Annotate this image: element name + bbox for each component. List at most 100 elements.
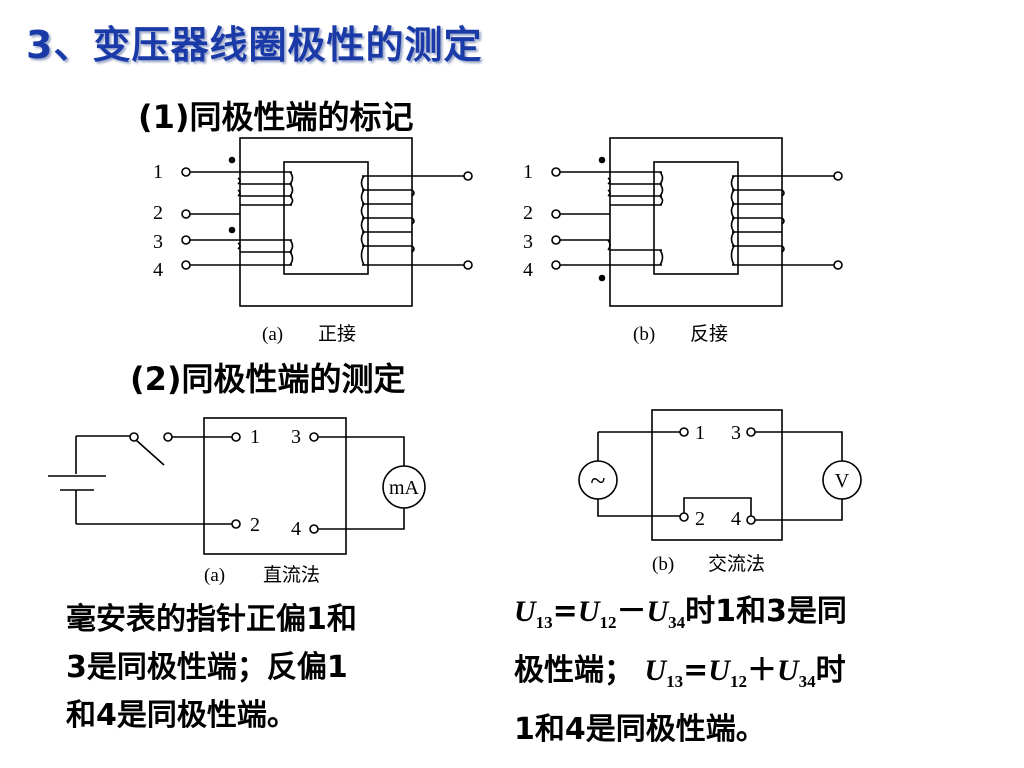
ac-label-2: 2 (695, 508, 705, 530)
switch-contact (163, 432, 173, 442)
fig-a-label-2: 2 (153, 202, 163, 224)
fig-a-label-3: 3 (153, 231, 163, 253)
voltmeter (822, 460, 862, 500)
dc-test-circuit (48, 417, 426, 555)
sub-12: 12 (729, 672, 747, 691)
u-symbol: U (776, 654, 799, 687)
terminal-b-out-top (833, 171, 843, 181)
eq-sign: = (683, 653, 709, 688)
ac-wire-voltmeter (755, 431, 843, 521)
switch-pivot (129, 432, 139, 442)
secondary-a (362, 175, 466, 266)
winding-1-2-a-turns (237, 171, 294, 206)
ac-conclusion-line1: U13=U12－U34时1和3是同 (514, 588, 847, 647)
section1-heading: (1)同极性端的标记 (138, 92, 414, 138)
ac-label-4: 4 (731, 508, 741, 530)
winding-3-4-b (560, 239, 662, 266)
milliammeter-label: mA (389, 477, 420, 499)
sub-34: 34 (668, 613, 686, 632)
ac-test-circuit (578, 409, 862, 541)
sub-13: 13 (535, 613, 553, 632)
dc-label-2: 2 (250, 514, 260, 536)
section2-heading-num: (2) (130, 360, 182, 398)
winding-1-2-a (190, 171, 292, 215)
fig-b-caption-tag: (b) (633, 324, 655, 345)
fig-a-label-1: 1 (153, 161, 163, 183)
terminal-a-1 (181, 167, 191, 177)
polarity-dot-b-1 (598, 156, 606, 164)
ac-line2-tail: 时 (815, 653, 846, 688)
terminal-b-4 (551, 260, 561, 270)
terminal-a-out-top (463, 171, 473, 181)
terminal-a-3 (181, 235, 191, 245)
core-window-b (653, 161, 739, 275)
ac-line1-tail: 时1和3是同 (685, 594, 847, 629)
plus-sign: ＋ (746, 653, 777, 688)
eq-sign: = (552, 594, 578, 629)
section1-heading-text: 同极性端的标记 (189, 98, 414, 136)
ac-source-symbol: ~ (590, 466, 605, 497)
page-title: 3、变压器线圈极性的测定 (26, 23, 483, 67)
dc-caption-text: 直流法 (263, 564, 320, 586)
ac-terminal-2 (679, 512, 689, 522)
u-symbol: U (577, 595, 600, 628)
u-symbol: U (514, 595, 536, 628)
fig-a-label-4: 4 (153, 259, 163, 281)
core-outer-a (239, 137, 413, 307)
sub-12: 12 (599, 613, 617, 632)
ac-conclusion: U13=U12－U34时1和3是同 极性端； U13=U12＋U34时 1和4是… (514, 588, 847, 754)
transformer-b (551, 137, 843, 307)
terminal-b-2 (551, 209, 561, 219)
dc-transformer-box (203, 417, 347, 555)
ac-label-3: 3 (731, 422, 741, 444)
ac-conclusion-line2: 极性端； U13=U12＋U34时 (514, 647, 847, 706)
fig-b-label-1: 1 (523, 161, 533, 183)
core-outer-b (609, 137, 783, 307)
ac-source-icon (578, 460, 618, 500)
transformer-a (181, 137, 473, 307)
polarity-dot-a-1 (228, 156, 236, 164)
ac-jumper-2-4 (683, 497, 752, 516)
fig-b-label-2: 2 (523, 202, 533, 224)
u-symbol: U (646, 595, 669, 628)
secondary-a-turns (360, 175, 415, 266)
ac-transformer-box (651, 409, 783, 541)
sub-13: 13 (666, 672, 684, 691)
ac-caption-tag: (b) (652, 554, 674, 575)
winding-1-2-b (560, 171, 662, 215)
terminal-b-3 (551, 235, 561, 245)
sub-34: 34 (798, 672, 816, 691)
ac-wire-source (597, 431, 680, 517)
fig-b-label-4: 4 (523, 259, 533, 281)
dc-conclusion: 毫安表的指针正偏1和 3是同极性端；反偏1 和4是同极性端。 (66, 596, 357, 740)
winding-3-4-b-turns (607, 239, 664, 266)
ac-line2-head: 极性端； (514, 653, 634, 688)
fig-a-caption-tag: (a) (262, 324, 283, 345)
fig-b-caption-text: 反接 (690, 323, 728, 345)
ac-caption-text: 交流法 (708, 553, 765, 575)
dc-conclusion-line2: 3是同极性端；反偏1 (66, 650, 348, 685)
dc-terminal-2 (231, 519, 241, 529)
secondary-b-turns (730, 175, 785, 266)
winding-3-4-a (190, 239, 292, 266)
section1-heading-num: (1) (138, 98, 190, 136)
dc-caption-tag: (a) (204, 565, 225, 586)
dc-label-3: 3 (291, 426, 301, 448)
core-window-a (283, 161, 369, 275)
polarity-dot-a-3 (228, 226, 236, 234)
terminal-a-4 (181, 260, 191, 270)
winding-1-2-b-turns (607, 171, 664, 206)
terminal-a-out-bottom (463, 260, 473, 270)
ac-terminal-4 (746, 515, 756, 525)
battery-icon (48, 436, 106, 524)
section2-heading: (2)同极性端的测定 (130, 354, 406, 400)
fig-b-label-3: 3 (523, 231, 533, 253)
dc-label-1: 1 (250, 426, 260, 448)
terminal-b-out-bottom (833, 260, 843, 270)
polarity-dot-b-4 (598, 274, 606, 282)
winding-3-4-a-turns (237, 239, 294, 266)
dc-label-4: 4 (291, 518, 301, 540)
dc-terminal-4 (309, 524, 319, 534)
dc-wire-meter (318, 436, 405, 530)
